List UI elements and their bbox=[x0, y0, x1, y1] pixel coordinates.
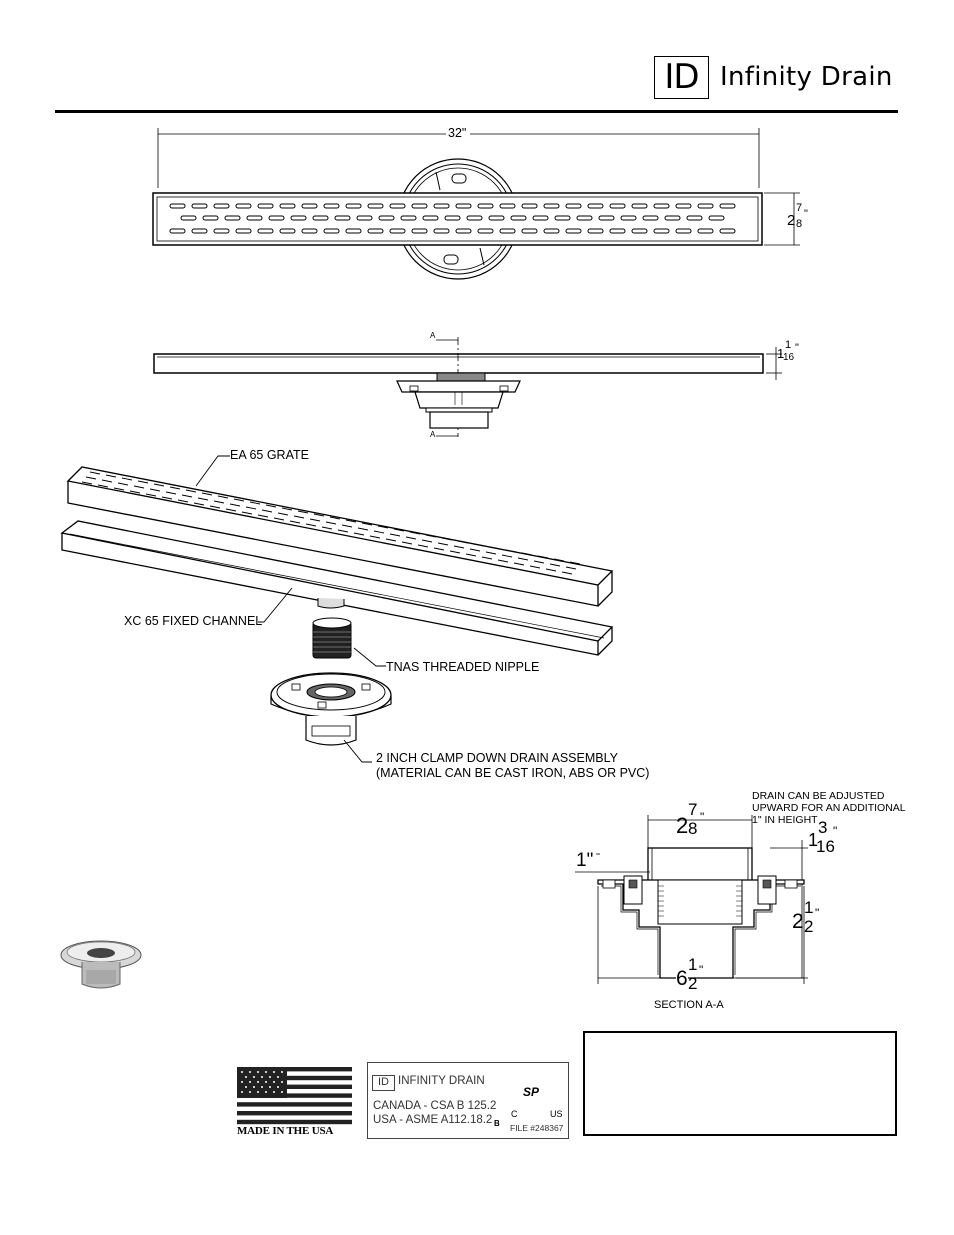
width-whole: 2 bbox=[787, 212, 796, 229]
adjust-denominator: 16 bbox=[816, 837, 835, 856]
drain-label-line2: (MATERIAL CAN BE CAST IRON, ABS OR PVC) bbox=[376, 766, 650, 780]
width-denominator: 8 bbox=[796, 218, 803, 230]
brand-name: Infinity Drain bbox=[720, 62, 893, 92]
made-in-usa-caption: MADE IN THE USA bbox=[237, 1125, 334, 1137]
base-width-denominator: 2 bbox=[688, 974, 698, 993]
top-view bbox=[152, 128, 800, 280]
canada-standard: CANADA - CSA B 125.2 bbox=[373, 1100, 497, 1112]
brand-logo-mark: ID bbox=[654, 56, 709, 99]
top-width-denominator: 8 bbox=[688, 819, 698, 838]
notes-box bbox=[583, 1031, 897, 1136]
adjust-note-line3: 1" IN HEIGHT bbox=[752, 814, 818, 826]
top-width-unit: " bbox=[700, 810, 705, 824]
length-dimension: 32" bbox=[448, 126, 467, 140]
section-mark-bottom: A bbox=[430, 430, 436, 439]
top-width-whole: 2 bbox=[676, 813, 689, 838]
channel-label: XC 65 FIXED CHANNEL bbox=[124, 614, 263, 628]
header-rule bbox=[55, 110, 898, 113]
section-view bbox=[575, 815, 808, 984]
csa-mark: SP bbox=[523, 1085, 540, 1099]
width-unit: " bbox=[804, 208, 808, 220]
adjust-left-dimension: 1" bbox=[576, 850, 594, 871]
base-width-unit: " bbox=[699, 963, 704, 977]
adjust-note-line2: UPWARD FOR AN ADDITIONAL bbox=[752, 802, 906, 814]
certification-label-card: ID INFINITY DRAIN CANADA - CSA B 125.2 U… bbox=[367, 1062, 569, 1139]
csa-b: B bbox=[494, 1119, 500, 1128]
card-brand: INFINITY DRAIN bbox=[398, 1075, 485, 1087]
adjust-note-line1: DRAIN CAN BE ADJUSTED bbox=[752, 790, 885, 802]
csa-c: C bbox=[511, 1109, 518, 1119]
body-height-denominator: 2 bbox=[804, 917, 814, 936]
height-denominator: 16 bbox=[783, 352, 795, 363]
base-width-numerator: 1 bbox=[688, 955, 698, 975]
us-flag bbox=[237, 1067, 352, 1125]
body-height-numerator: 1 bbox=[804, 898, 814, 917]
base-width-whole: 6 bbox=[676, 967, 688, 991]
csa-us: US bbox=[550, 1109, 563, 1119]
nipple-label: TNAS THREADED NIPPLE bbox=[386, 660, 540, 674]
section-caption: SECTION A-A bbox=[654, 999, 724, 1011]
adjust-unit: " bbox=[833, 824, 838, 838]
exploded-view bbox=[60, 455, 614, 763]
usa-standard: USA - ASME A112.18.2 bbox=[373, 1114, 493, 1126]
body-height-whole: 2 bbox=[792, 910, 804, 933]
width-numerator: 7 bbox=[796, 202, 803, 214]
adjust-whole: 1 bbox=[808, 830, 819, 850]
drain-photo bbox=[60, 940, 142, 989]
height-whole: 1 bbox=[777, 346, 785, 361]
adjust-numerator: 3 bbox=[818, 818, 828, 837]
file-number: FILE #248367 bbox=[510, 1123, 564, 1133]
grate-label: EA 65 GRATE bbox=[230, 448, 309, 462]
height-unit: " bbox=[795, 342, 799, 354]
section-mark-top: A bbox=[430, 331, 436, 340]
height-numerator: 1 bbox=[785, 339, 792, 351]
top-width-numerator: 7 bbox=[688, 800, 698, 819]
body-height-unit: " bbox=[815, 906, 820, 920]
drain-label-line1: 2 INCH CLAMP DOWN DRAIN ASSEMBLY bbox=[376, 751, 618, 765]
card-logo-mark: ID bbox=[372, 1075, 395, 1091]
side-view bbox=[153, 337, 782, 437]
